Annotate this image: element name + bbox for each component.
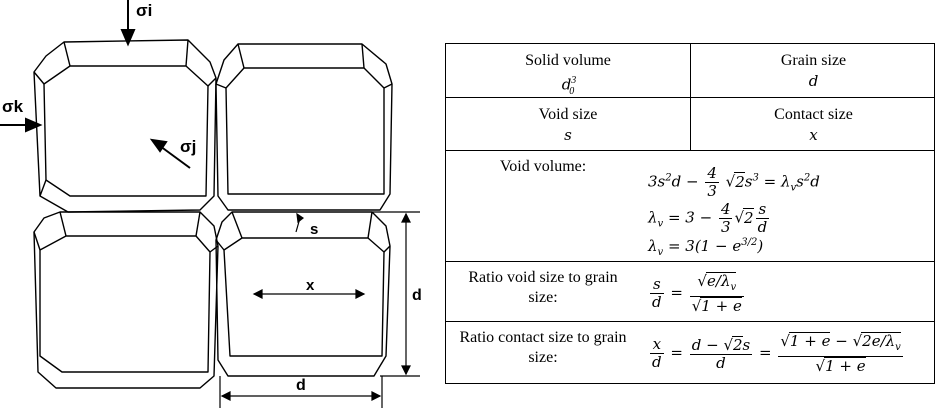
grain-size-label: Grain size xyxy=(780,52,847,69)
grain-packing-diagram: σi σk σj s x d d xyxy=(0,0,422,408)
d-vertical-arrow-top xyxy=(401,212,411,223)
sigma-i-label: σi xyxy=(136,1,152,20)
sigma-j-arrowhead xyxy=(149,138,168,153)
void-size-cell: Void size s xyxy=(446,98,691,150)
void-size-value: s xyxy=(564,126,572,144)
void-volume-eq3: λv = 3(1 − e3/2) xyxy=(648,237,764,258)
contact-size-label: Contact size xyxy=(774,106,853,123)
d-vertical-arrow-bottom xyxy=(401,365,411,376)
contact-size-value: x xyxy=(809,126,818,144)
x-arrow-left xyxy=(252,289,263,299)
grain-size-cell: Grain size d xyxy=(691,44,936,97)
table-row: Void size s Contact size x xyxy=(446,98,934,151)
grain-properties-table: Solid volume d30 Grain size d Void size … xyxy=(445,43,935,384)
ratio-void-label: Ratio void size to grain size: xyxy=(468,269,618,306)
void-size-label: Void size xyxy=(538,106,598,123)
solid-volume-cell: Solid volume d30 xyxy=(446,44,691,97)
solid-volume-value: d30 xyxy=(561,75,577,97)
sigma-k-label: σk xyxy=(2,97,24,116)
contact-size-cell: Contact size x xyxy=(691,98,936,150)
grain-size-value: d xyxy=(808,72,819,90)
x-arrow-right xyxy=(355,289,366,299)
void-volume-label: Void volume: xyxy=(499,158,587,175)
sigma-j-arrow xyxy=(159,145,191,169)
grain-top-right xyxy=(215,43,393,211)
sigma-k-arrowhead xyxy=(25,117,43,133)
ratio-contact-label: Ratio contact size to grain size: xyxy=(459,329,627,366)
d-horizontal-arrow-right xyxy=(371,391,382,401)
solid-volume-label: Solid volume xyxy=(525,52,611,69)
table-row: Solid volume d30 Grain size d xyxy=(446,44,934,98)
s-marker-head xyxy=(296,212,305,224)
x-label: x xyxy=(306,277,315,294)
d-horizontal-arrow-left xyxy=(220,391,231,401)
grain-bottom-right xyxy=(215,211,391,377)
d-horizontal-label: d xyxy=(296,377,306,394)
grain-top-left xyxy=(33,39,217,213)
sigma-i-arrowhead xyxy=(120,29,136,47)
sigma-j-label: σj xyxy=(180,137,196,156)
d-vertical-label: d xyxy=(412,287,422,304)
s-label: s xyxy=(310,221,318,238)
grain-bottom-left xyxy=(33,211,219,389)
